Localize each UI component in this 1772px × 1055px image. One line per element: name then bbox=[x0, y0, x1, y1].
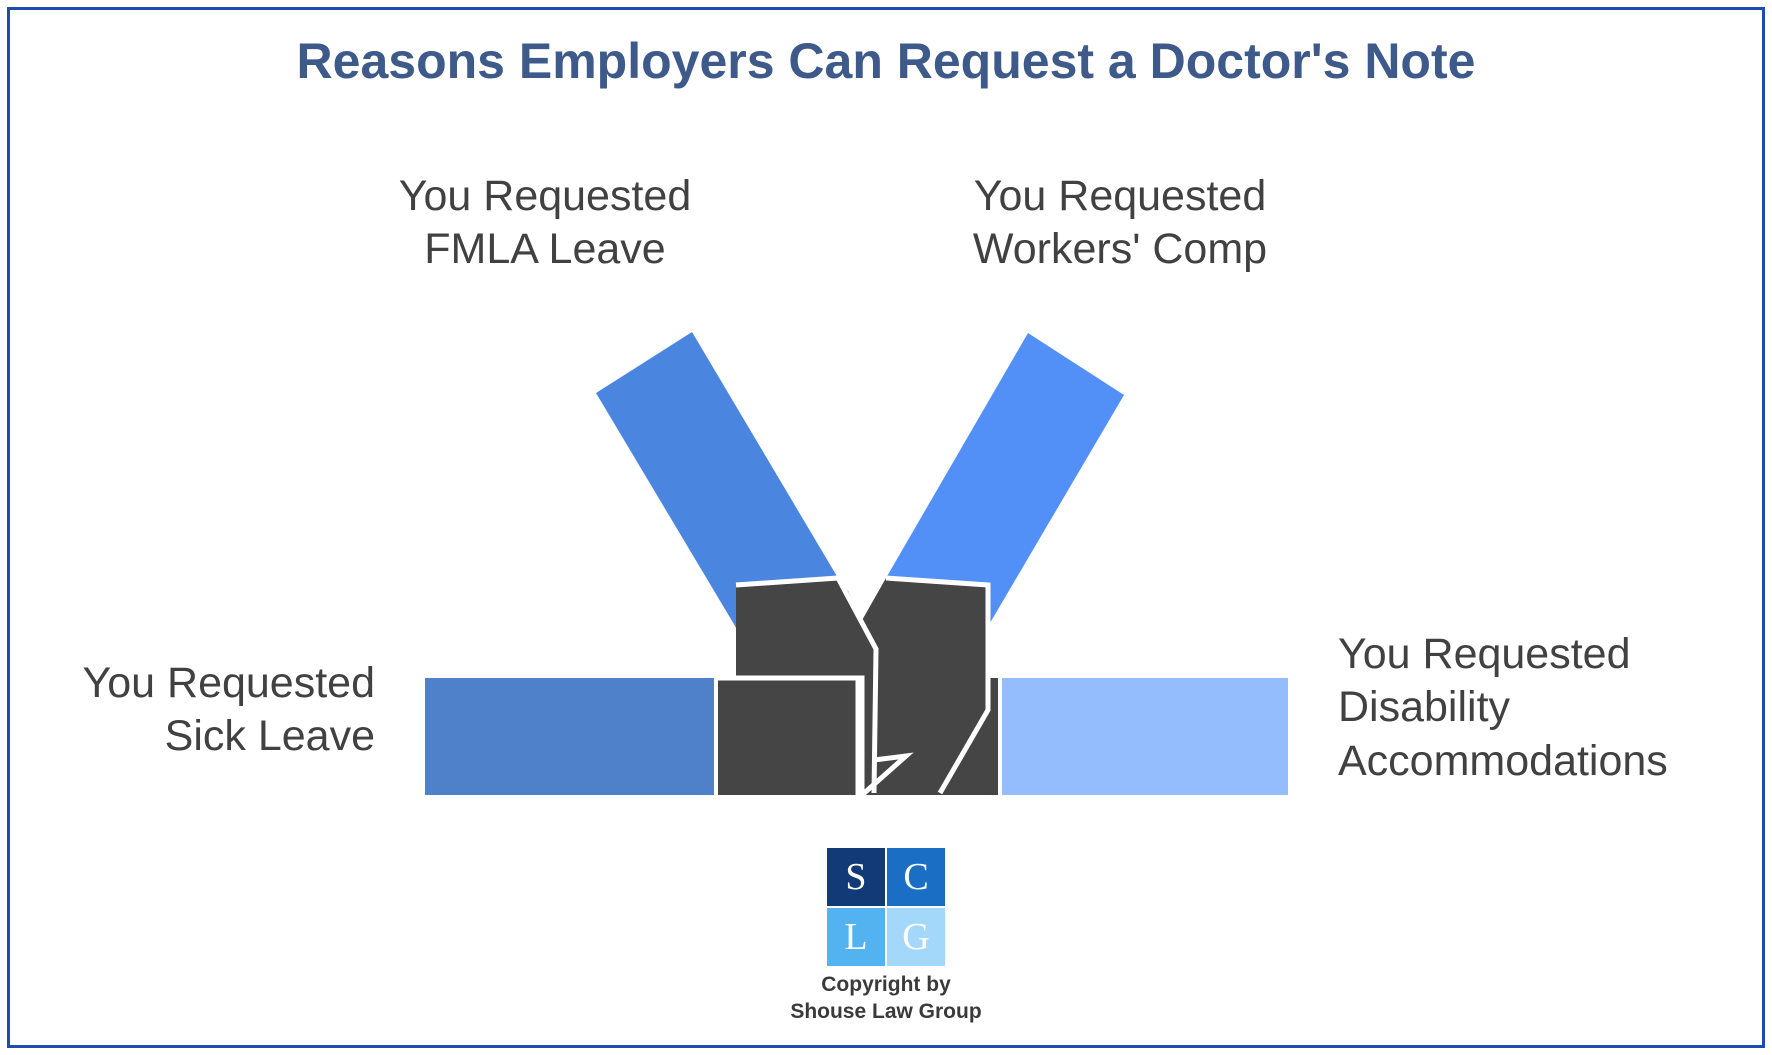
footer-logo-block: S C L G Copyright by Shouse Law Group bbox=[0, 848, 1772, 1026]
logo-cell-c: C bbox=[887, 848, 945, 906]
copyright-notice: Copyright by Shouse Law Group bbox=[0, 972, 1772, 1026]
label-disability-accommodations: You Requested Disability Accommodations bbox=[1338, 630, 1668, 785]
copyright-line-2: Shouse Law Group bbox=[790, 999, 982, 1023]
head-separator-center bbox=[860, 752, 914, 797]
head-separator-left bbox=[735, 575, 879, 794]
copyright-line-1: Copyright by bbox=[821, 973, 951, 996]
logo-cell-g: G bbox=[887, 908, 945, 966]
head-separator-bar-left bbox=[718, 675, 865, 795]
label-fmla-leave: You Requested FMLA Leave bbox=[398, 172, 692, 274]
label-workers-comp: You Requested Workers' Comp bbox=[972, 172, 1268, 274]
logo-cell-s: S bbox=[827, 848, 885, 906]
label-sick-leave: You Requested Sick Leave bbox=[82, 659, 376, 761]
arrow-fmla-shaft bbox=[596, 332, 838, 641]
arrow-sick-leave-shaft bbox=[425, 678, 714, 795]
logo-cell-l: L bbox=[827, 908, 885, 966]
shouse-law-group-logo: S C L G bbox=[827, 848, 945, 966]
arrow-sick-leave-head bbox=[718, 678, 862, 795]
head-separator-right bbox=[885, 575, 991, 795]
page-title: Reasons Employers Can Request a Doctor's… bbox=[296, 33, 1476, 89]
arrow-workers-comp-shaft bbox=[886, 333, 1124, 640]
arrow-disability-shaft bbox=[1002, 678, 1288, 795]
